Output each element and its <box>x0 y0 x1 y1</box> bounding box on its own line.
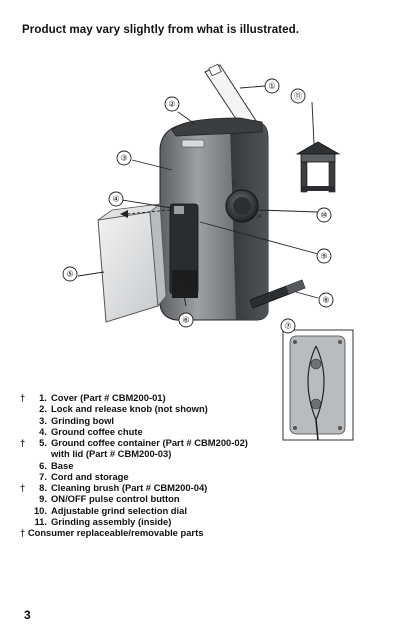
callout-5: ⑤ <box>62 266 78 282</box>
callout-6: ⑥ <box>178 312 194 328</box>
svg-text:⑨: ⑨ <box>320 252 327 261</box>
svg-text:④: ④ <box>112 195 119 204</box>
page-number: 3 <box>24 608 31 622</box>
svg-text:③: ③ <box>120 154 127 163</box>
callout-10: ⑩ <box>316 207 332 223</box>
list-item: 4.Ground coffee chute <box>39 425 143 437</box>
svg-text:⑩: ⑩ <box>320 211 327 220</box>
callout-8: ⑧ <box>318 292 334 308</box>
callout-2: ② <box>164 96 180 112</box>
list-item: 7.Cord and storage <box>39 470 129 482</box>
svg-text:②: ② <box>168 100 175 109</box>
svg-text:9: 9 <box>233 182 236 188</box>
svg-text:⑪: ⑪ <box>294 92 302 101</box>
list-item: 6.Base <box>39 459 74 471</box>
svg-text:⑥: ⑥ <box>182 316 189 325</box>
svg-text:⑦: ⑦ <box>284 322 291 331</box>
list-item: †8.Cleaning brush (Part # CBM200-04) <box>20 482 208 493</box>
list-item: 3.Grinding bowl <box>39 414 115 426</box>
svg-text:①: ① <box>268 82 275 91</box>
callout-9: ⑨ <box>316 248 332 264</box>
list-item: †1.Cover (Part # CBM200-01) <box>20 392 166 403</box>
callout-3: ③ <box>116 150 132 166</box>
replaceable-parts-note: † Consumer replaceable/removable parts <box>20 527 204 538</box>
list-item: 9.ON/OFF pulse control button <box>39 493 180 505</box>
callout-7: ⑦ <box>280 318 296 334</box>
list-item: 11.Grinding assembly (inside) <box>34 515 172 527</box>
list-item: 10.Adjustable grind selection dial <box>33 504 187 516</box>
page-header: Product may vary slightly from what is i… <box>22 23 300 36</box>
cleaning-brush <box>249 279 306 309</box>
svg-text:⑧: ⑧ <box>322 296 329 305</box>
ground-coffee-container <box>97 203 167 323</box>
coffee-grinder-illustration: 9 14 <box>62 63 354 441</box>
cord-storage-inset <box>282 329 354 441</box>
callout-4: ④ <box>108 191 124 207</box>
list-item: †5.Ground coffee container (Part # CBM20… <box>20 437 248 448</box>
svg-text:⑤: ⑤ <box>66 270 73 279</box>
callout-11: ⑪ <box>290 88 306 104</box>
list-item: 2.Lock and release knob (not shown) <box>39 403 208 415</box>
parts-list: †1.Cover (Part # CBM200-01) 2.Lock and r… <box>20 392 380 538</box>
svg-text:14: 14 <box>256 214 262 220</box>
grinding-assembly-inset <box>295 141 341 193</box>
grinder-body: 9 14 <box>159 117 269 321</box>
list-item: with lid (Part # CBM200-03) <box>51 448 172 460</box>
callout-1: ① <box>264 78 280 94</box>
